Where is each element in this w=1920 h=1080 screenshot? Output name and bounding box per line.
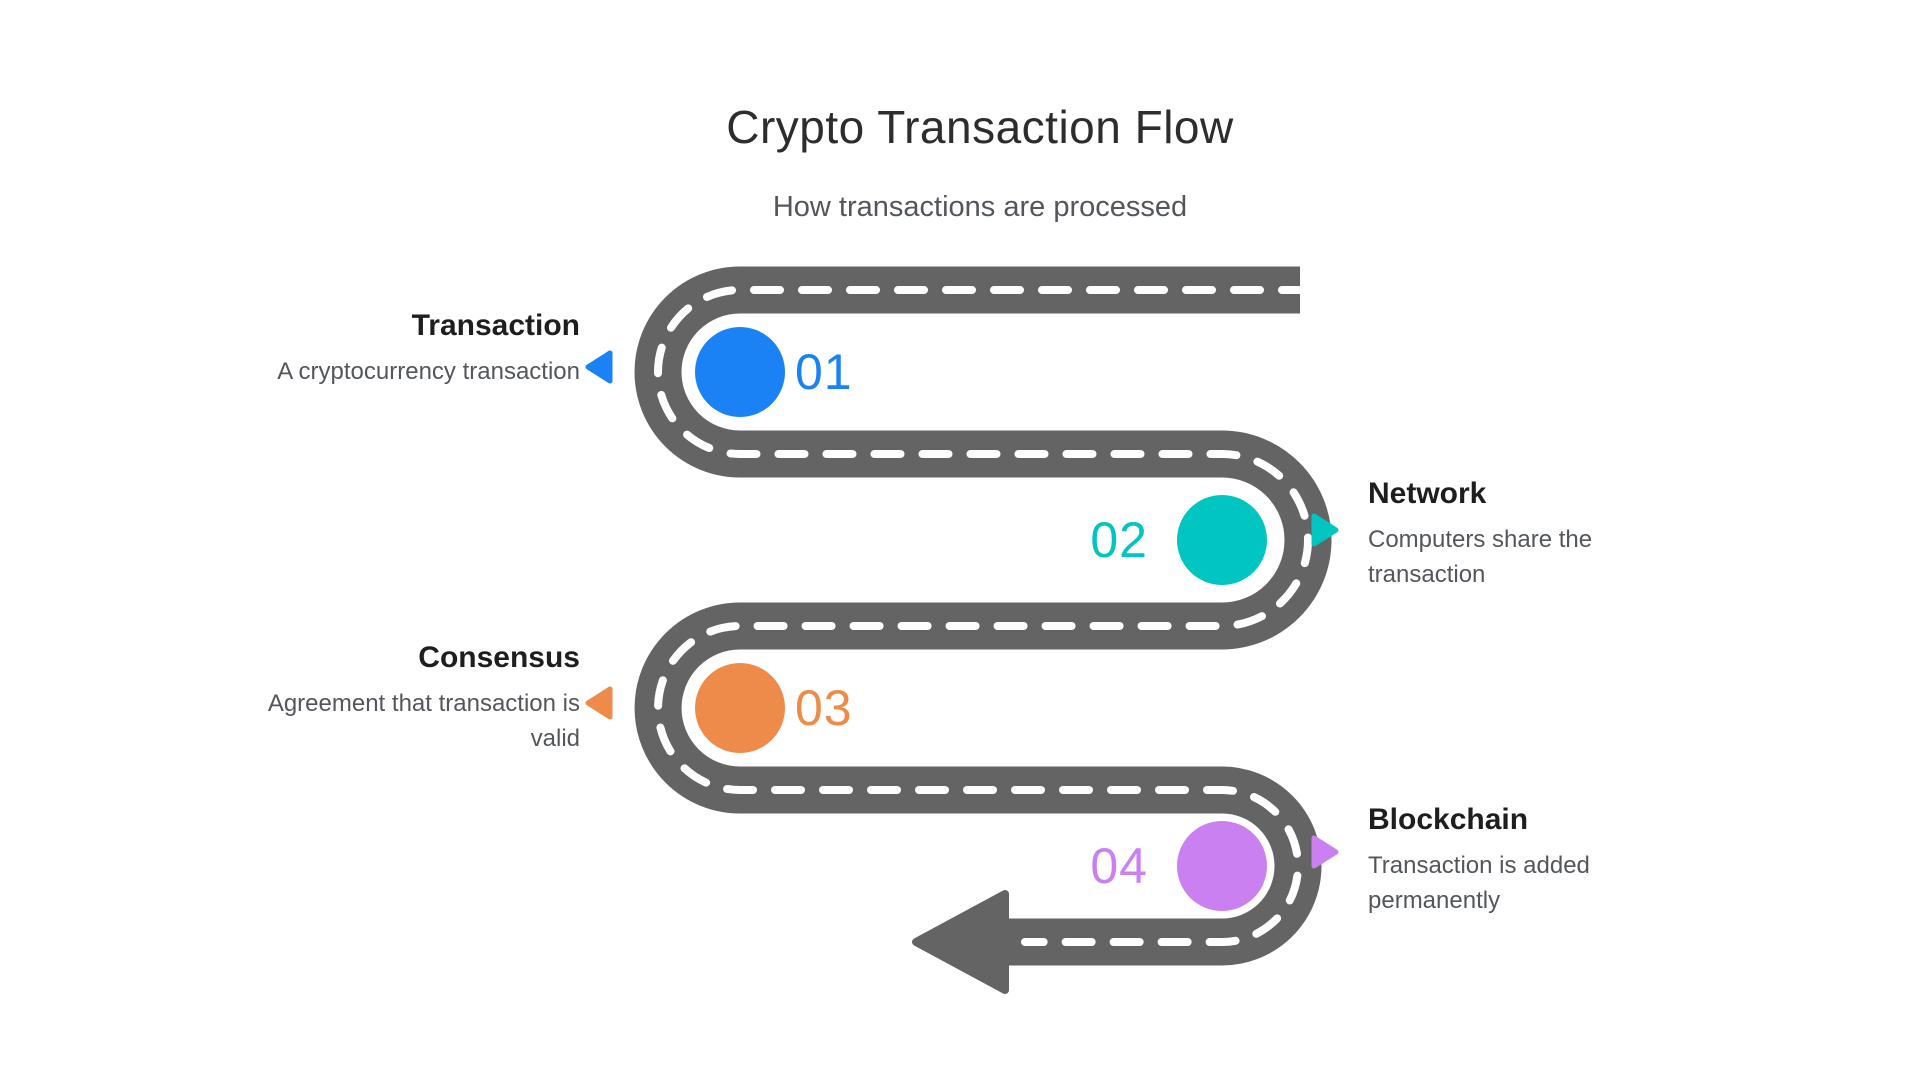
step-3-title: Consensus (418, 641, 580, 674)
step-3-text: Consensus Agreement that transaction is … (260, 640, 580, 756)
step-1-pointer-left-icon (585, 350, 613, 384)
step-3-number: 03 (795, 680, 853, 736)
step-4-marker-circle (1177, 821, 1267, 911)
step-2-number: 02 (1090, 512, 1148, 568)
step-2-pointer-right-icon (1311, 513, 1339, 547)
step-1-title: Transaction (411, 309, 580, 342)
page-title: Crypto Transaction Flow (726, 101, 1234, 153)
step-3-marker-circle (695, 663, 785, 753)
step-4-title: Blockchain (1368, 803, 1529, 836)
step-2-description: Computers share the transaction (1368, 526, 1593, 588)
step-1-description: A cryptocurrency transaction (277, 358, 580, 385)
step-4-pointer-right-icon (1311, 835, 1339, 869)
step-4-number: 04 (1090, 838, 1148, 894)
road-centerline (654, 286, 1312, 946)
step-2-marker-circle (1177, 495, 1267, 585)
road-arrowhead-icon (912, 890, 1009, 994)
step-1-number: 01 (795, 344, 853, 400)
step-3-pointer-left-icon (585, 686, 613, 720)
step-4-text: Blockchain Transaction is added permanen… (1368, 802, 1618, 918)
step-2-title: Network (1368, 477, 1487, 510)
step-2-text: Network Computers share the transaction (1368, 476, 1603, 592)
step-1-text: Transaction A cryptocurrency transaction (277, 308, 580, 389)
page-subtitle: How transactions are processed (772, 191, 1188, 223)
step-3-description: Agreement that transaction is valid (267, 690, 580, 752)
step-1-marker-circle (695, 327, 785, 417)
step-4-description: Transaction is added permanently (1368, 852, 1590, 914)
